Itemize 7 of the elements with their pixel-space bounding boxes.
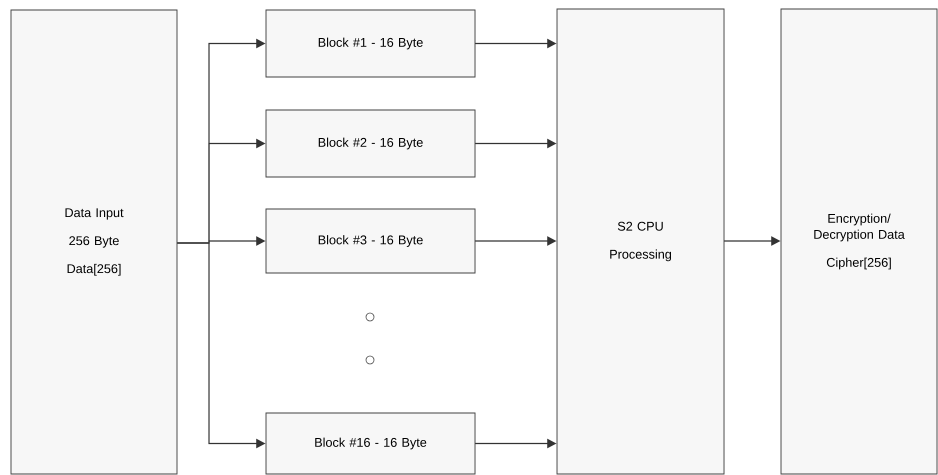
block-box: Block #2 - 16 Byte — [266, 110, 476, 178]
output-box: Encryption/ Decryption Data Cipher[256] — [780, 8, 938, 474]
block-box: Block #1 - 16 Byte — [266, 10, 476, 78]
block-box: Block #3 - 16 Byte — [266, 208, 476, 274]
block-box: Block #16 - 16 Byte — [266, 412, 476, 474]
processing-box: S2 CPU Processing — [556, 8, 724, 474]
input-box: Data Input 256 Byte Data[256] — [10, 10, 178, 474]
